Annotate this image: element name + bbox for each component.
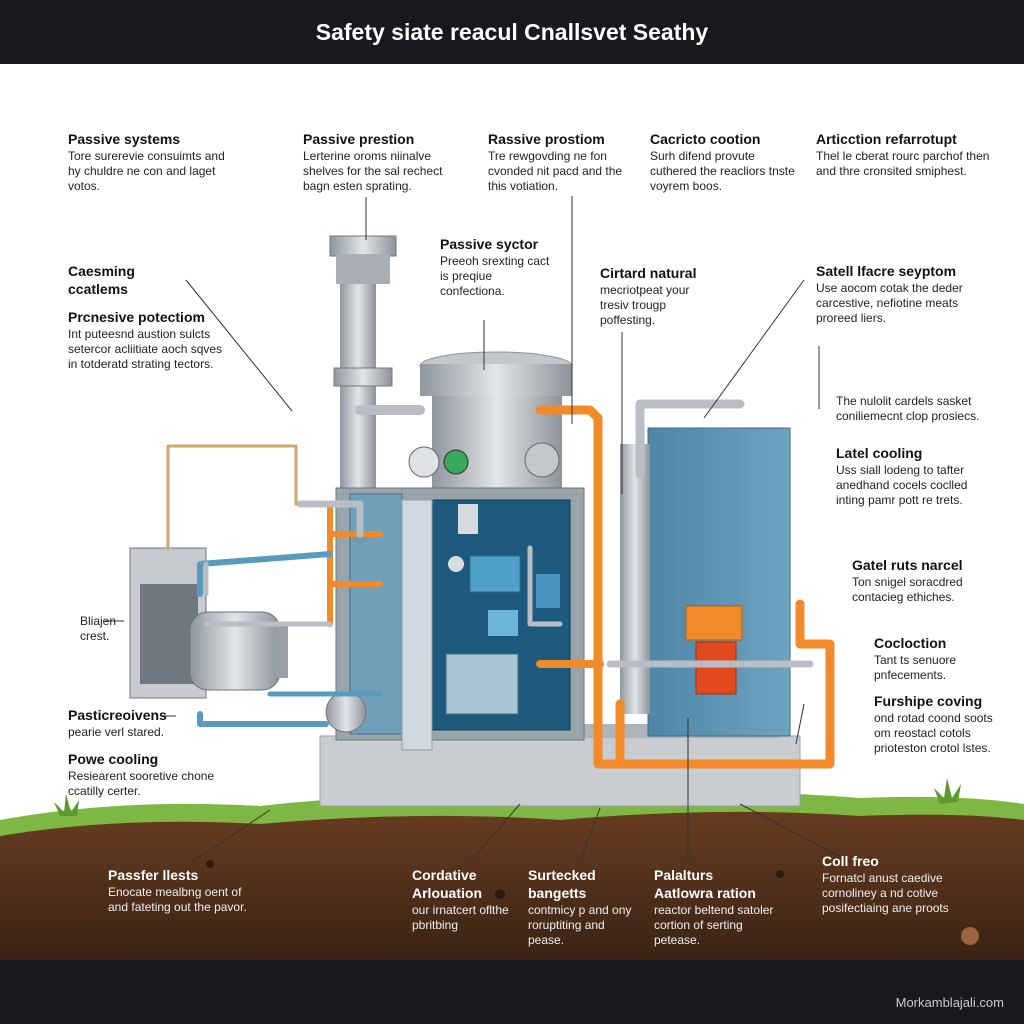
label-text: reactor beltend satoler cortion of serti… xyxy=(654,903,774,947)
label-furshipe-coving: Furshipe coving ond rotad coond soots om… xyxy=(874,692,994,756)
label-text: Tre rewgovding ne fon cvonded nit pacd a… xyxy=(488,149,623,193)
label-coll-freo: Coll freo Fornatcl anust caedive cornoli… xyxy=(822,852,972,916)
label-articction-refarrotupt: Articction refarrotupt Thel le cberat ro… xyxy=(816,130,996,179)
label-nulolit-note: The nulolit cardels sasket coniliemecnt … xyxy=(836,394,986,424)
label-heading: Caesming ccatlems xyxy=(68,263,135,297)
label-heading: Satell lfacre seyptom xyxy=(816,263,957,279)
label-heading: Cacricto cootion xyxy=(650,131,761,147)
label-text: Ton snigel soracdred contacieg ethiches. xyxy=(852,575,963,604)
label-heading: Passive prestion xyxy=(303,131,415,147)
label-surtecked-bangetts: Surtecked bangetts contmicy p and ony ro… xyxy=(528,866,638,948)
label-heading: Cocloction xyxy=(874,635,947,651)
label-heading: Pasticreoivens xyxy=(68,707,167,723)
grass-tuft-right xyxy=(934,778,961,804)
label-cirtard-natural: Cirtard natural mecriotpeat your tresiv … xyxy=(600,264,710,328)
label-heading: Passive systems xyxy=(68,131,181,147)
diagram-title: Safety siate reacul Cnallsvet Seathy xyxy=(0,0,1024,64)
label-text: Bliajen crest. xyxy=(80,614,117,643)
label-latel-cooling: Latel cooling Uss siall lodeng to tafter… xyxy=(836,444,986,508)
label-heading: Powe cooling xyxy=(68,751,159,767)
label-rassive-prostiom: Rassive prostiom Tre rewgovding ne fon c… xyxy=(488,130,628,194)
label-heading: Rassive prostiom xyxy=(488,131,605,147)
label-passfer-llests: Passfer llests Enocate mealbng oent of a… xyxy=(108,866,258,915)
label-text: pearie verl stared. xyxy=(68,725,165,739)
label-cacricto-cootion: Cacricto cootion Surh difend provute cut… xyxy=(650,130,800,194)
label-caesming-ccatlems: Caesming ccatlems xyxy=(68,262,188,299)
label-passive-prestion: Passive prestion Lerterine oroms niinalv… xyxy=(303,130,463,194)
label-heading: Cirtard natural xyxy=(600,265,697,281)
base-platform xyxy=(319,735,801,807)
label-text: Use aocom cotak the deder carcestive, ne… xyxy=(816,281,963,325)
label-heading: Passive syctor xyxy=(440,236,539,252)
label-bliajen-crest: Bliajen crest. xyxy=(80,614,130,644)
label-satell-lfacre-seyptom: Satell lfacre seyptom Use aocom cotak th… xyxy=(816,262,986,326)
cooling-tank xyxy=(620,427,791,737)
label-text: our irnatcert oflthe pbritbing xyxy=(412,903,509,932)
label-heading: Furshipe coving xyxy=(874,693,983,709)
label-text: Thel le cberat rourc parchof then and th… xyxy=(816,149,990,178)
label-gatel-ruts-narcel: Gatel ruts narcel Ton snigel soracdred c… xyxy=(852,556,1002,605)
control-cabinet xyxy=(335,487,585,751)
label-heading: Surtecked bangetts xyxy=(528,867,596,901)
label-heading: Cordative Arlouation xyxy=(412,867,482,901)
label-text: The nulolit cardels sasket coniliemecnt … xyxy=(836,394,980,423)
reactor-illustration xyxy=(0,196,1024,960)
label-cocloction: Cocloction Tant ts senuore pnfecements. xyxy=(874,634,994,683)
label-pasticreoivens: Pasticreoivens pearie verl stared. xyxy=(68,706,208,740)
grass-tuft-left xyxy=(54,794,79,816)
label-heading: Palalturs Aatlowra ration xyxy=(654,867,756,901)
leader-lines xyxy=(105,196,851,863)
label-text: Surh difend provute cuthered the reaclio… xyxy=(650,149,795,193)
label-powe-cooling: Powe cooling Resiearent sooretive chone … xyxy=(68,750,218,799)
label-heading: Coll freo xyxy=(822,853,879,869)
label-text: Tore surerevie consuimts and hy chuldre … xyxy=(68,149,225,193)
label-text: Enocate mealbng oent of and fateting out… xyxy=(108,885,247,914)
label-text: Tant ts senuore pnfecements. xyxy=(874,653,957,682)
label-text: contmicy p and ony roruptiting and pease… xyxy=(528,903,632,947)
footer-bar: Morkamblajali.com xyxy=(0,960,1024,1024)
label-text: Lerterine oroms niinalve shelves for the… xyxy=(303,149,443,193)
label-cordative-arlouation: Cordative Arlouation our irnatcert oflth… xyxy=(412,866,522,933)
label-text: Resiearent sooretive chone ccatilly cert… xyxy=(68,769,215,798)
pipe-network xyxy=(166,399,835,769)
label-palalturs-aatlowra-ration: Palalturs Aatlowra ration reactor belten… xyxy=(654,866,774,948)
label-text: ond rotad coond soots om reostacl cotols… xyxy=(874,711,993,755)
generator-unit xyxy=(129,547,367,733)
label-heading: Articction refarrotupt xyxy=(816,131,957,147)
watermark-text: Morkamblajali.com xyxy=(895,995,1004,1010)
label-text: Int puteesnd austion sulcts setercor acl… xyxy=(68,327,223,371)
reactor-dome xyxy=(408,351,573,496)
label-text: Uss siall lodeng to tafter anedhand coce… xyxy=(836,463,968,507)
label-heading: Gatel ruts narcel xyxy=(852,557,963,573)
label-passive-systems: Passive systems Tore surerevie consuimts… xyxy=(68,130,238,194)
label-heading: Passfer llests xyxy=(108,867,199,883)
label-heading: Prcnesive potectiom xyxy=(68,309,205,325)
label-prcnesive-potectiom: Prcnesive potectiom Int puteesnd austion… xyxy=(68,308,228,372)
label-heading: Latel cooling xyxy=(836,445,923,461)
label-text: Fornatcl anust caedive cornoliney a nd c… xyxy=(822,871,949,915)
label-text: Preeoh srexting cact is preqiue confecti… xyxy=(440,254,550,298)
label-passive-syctor: Passive syctor Preeoh srexting cact is p… xyxy=(440,235,550,299)
label-text: mecriotpeat your tresiv trougp poffestin… xyxy=(600,283,690,327)
